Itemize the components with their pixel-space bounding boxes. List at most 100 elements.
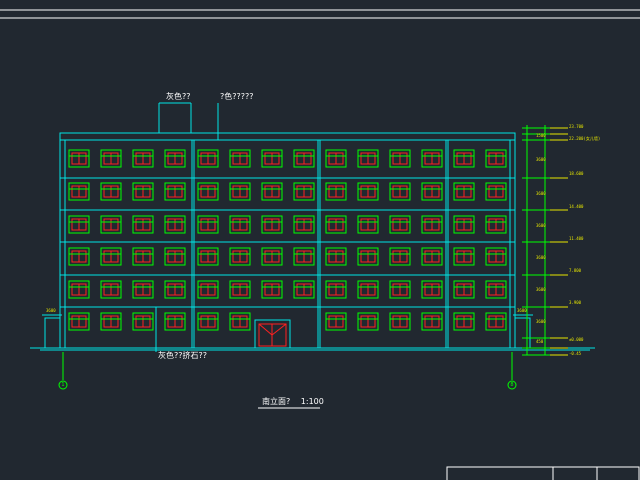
left-porch	[44, 317, 61, 349]
left-small-dim: 3600	[46, 308, 56, 313]
window-frame	[197, 312, 219, 331]
window-frame	[357, 312, 379, 331]
window-frame	[164, 247, 186, 266]
window-frame	[197, 149, 219, 168]
window-frame	[421, 215, 443, 234]
window-frame	[421, 247, 443, 266]
window-frame	[485, 149, 507, 168]
window-grid	[68, 149, 507, 331]
window-frame	[68, 312, 90, 331]
elevation-label: 7.800	[569, 268, 582, 273]
window-frame	[293, 280, 315, 299]
window-frame	[485, 247, 507, 266]
vertical-dim: 3600	[536, 157, 546, 162]
window-frame	[293, 215, 315, 234]
window-frame	[261, 280, 283, 299]
window-frame	[421, 280, 443, 299]
axis-label-left: 1	[61, 382, 65, 388]
drawing-scale: 1:100	[300, 397, 324, 406]
window-frame	[389, 215, 411, 234]
parapet-label: 22.200(女儿墙)	[569, 136, 601, 141]
right-small-dim: 3600	[517, 308, 527, 313]
building-outline	[30, 102, 595, 352]
elevation-label: 18.600	[569, 171, 584, 176]
window-frame	[421, 312, 443, 331]
dimension-lines	[522, 125, 568, 356]
axis-bubble-left	[58, 380, 68, 390]
window-frame	[389, 280, 411, 299]
window-frame	[453, 247, 475, 266]
window-frame	[485, 312, 507, 331]
axis-markers	[58, 352, 517, 409]
vertical-dim: 3600	[536, 191, 546, 196]
window-frame	[68, 280, 90, 299]
window-frame	[357, 280, 379, 299]
vertical-dim: 1500	[536, 133, 546, 138]
title-block-frame	[446, 466, 640, 480]
window-frame	[197, 182, 219, 201]
building-facade	[59, 132, 516, 349]
sheet-border	[0, 9, 640, 480]
window-frame	[68, 149, 90, 168]
window-frame	[100, 247, 122, 266]
window-frame	[197, 247, 219, 266]
window-frame	[164, 149, 186, 168]
window-frame	[164, 280, 186, 299]
window-frame	[293, 182, 315, 201]
window-frame	[229, 312, 251, 331]
axis-bubble-right	[507, 380, 517, 390]
entrance-door-swing	[271, 323, 287, 336]
window-frame	[68, 215, 90, 234]
window-frame	[197, 280, 219, 299]
elevation-label: 14.400	[569, 204, 584, 209]
window-frame	[164, 312, 186, 331]
window-frame	[261, 215, 283, 234]
window-frame	[357, 149, 379, 168]
window-frame	[100, 182, 122, 201]
elevation-label: -0.45	[569, 351, 582, 356]
gray-top-label: 灰色??	[166, 92, 191, 101]
window-frame	[325, 149, 347, 168]
elevation-label: 23.700	[569, 124, 584, 129]
window-frame	[132, 247, 154, 266]
window-frame	[453, 149, 475, 168]
entrance-door-swing	[258, 323, 273, 336]
window-frame	[325, 280, 347, 299]
vertical-dim: 3600	[536, 223, 546, 228]
window-frame	[100, 312, 122, 331]
elevation-label: ±0.000	[569, 337, 584, 342]
window-frame	[68, 247, 90, 266]
elevation-label: 11.400	[569, 236, 584, 241]
window-frame	[100, 280, 122, 299]
window-frame	[261, 182, 283, 201]
bottom-material-label: 灰色??挤石??	[158, 351, 207, 360]
window-frame	[164, 215, 186, 234]
window-frame	[229, 247, 251, 266]
window-frame	[389, 182, 411, 201]
window-frame	[325, 312, 347, 331]
window-frame	[389, 247, 411, 266]
drawing-title-text: 南立面?	[262, 397, 291, 406]
window-frame	[325, 247, 347, 266]
window-frame	[453, 215, 475, 234]
window-frame	[453, 182, 475, 201]
vertical-dim: 3600	[536, 319, 546, 324]
elevation-label: 3.900	[569, 300, 582, 305]
window-frame	[261, 247, 283, 266]
axis-label-right: 8	[510, 382, 514, 388]
window-frame	[325, 182, 347, 201]
window-frame	[229, 182, 251, 201]
window-frame	[164, 182, 186, 201]
window-frame	[132, 215, 154, 234]
window-frame	[421, 182, 443, 201]
window-frame	[453, 312, 475, 331]
vertical-dim: 3600	[536, 255, 546, 260]
vertical-dim: 450	[536, 339, 544, 344]
window-frame	[229, 215, 251, 234]
window-frame	[261, 149, 283, 168]
window-frame	[357, 247, 379, 266]
window-frame	[132, 149, 154, 168]
window-frame	[293, 247, 315, 266]
drawing-title: 南立面? 1:100	[262, 398, 324, 406]
